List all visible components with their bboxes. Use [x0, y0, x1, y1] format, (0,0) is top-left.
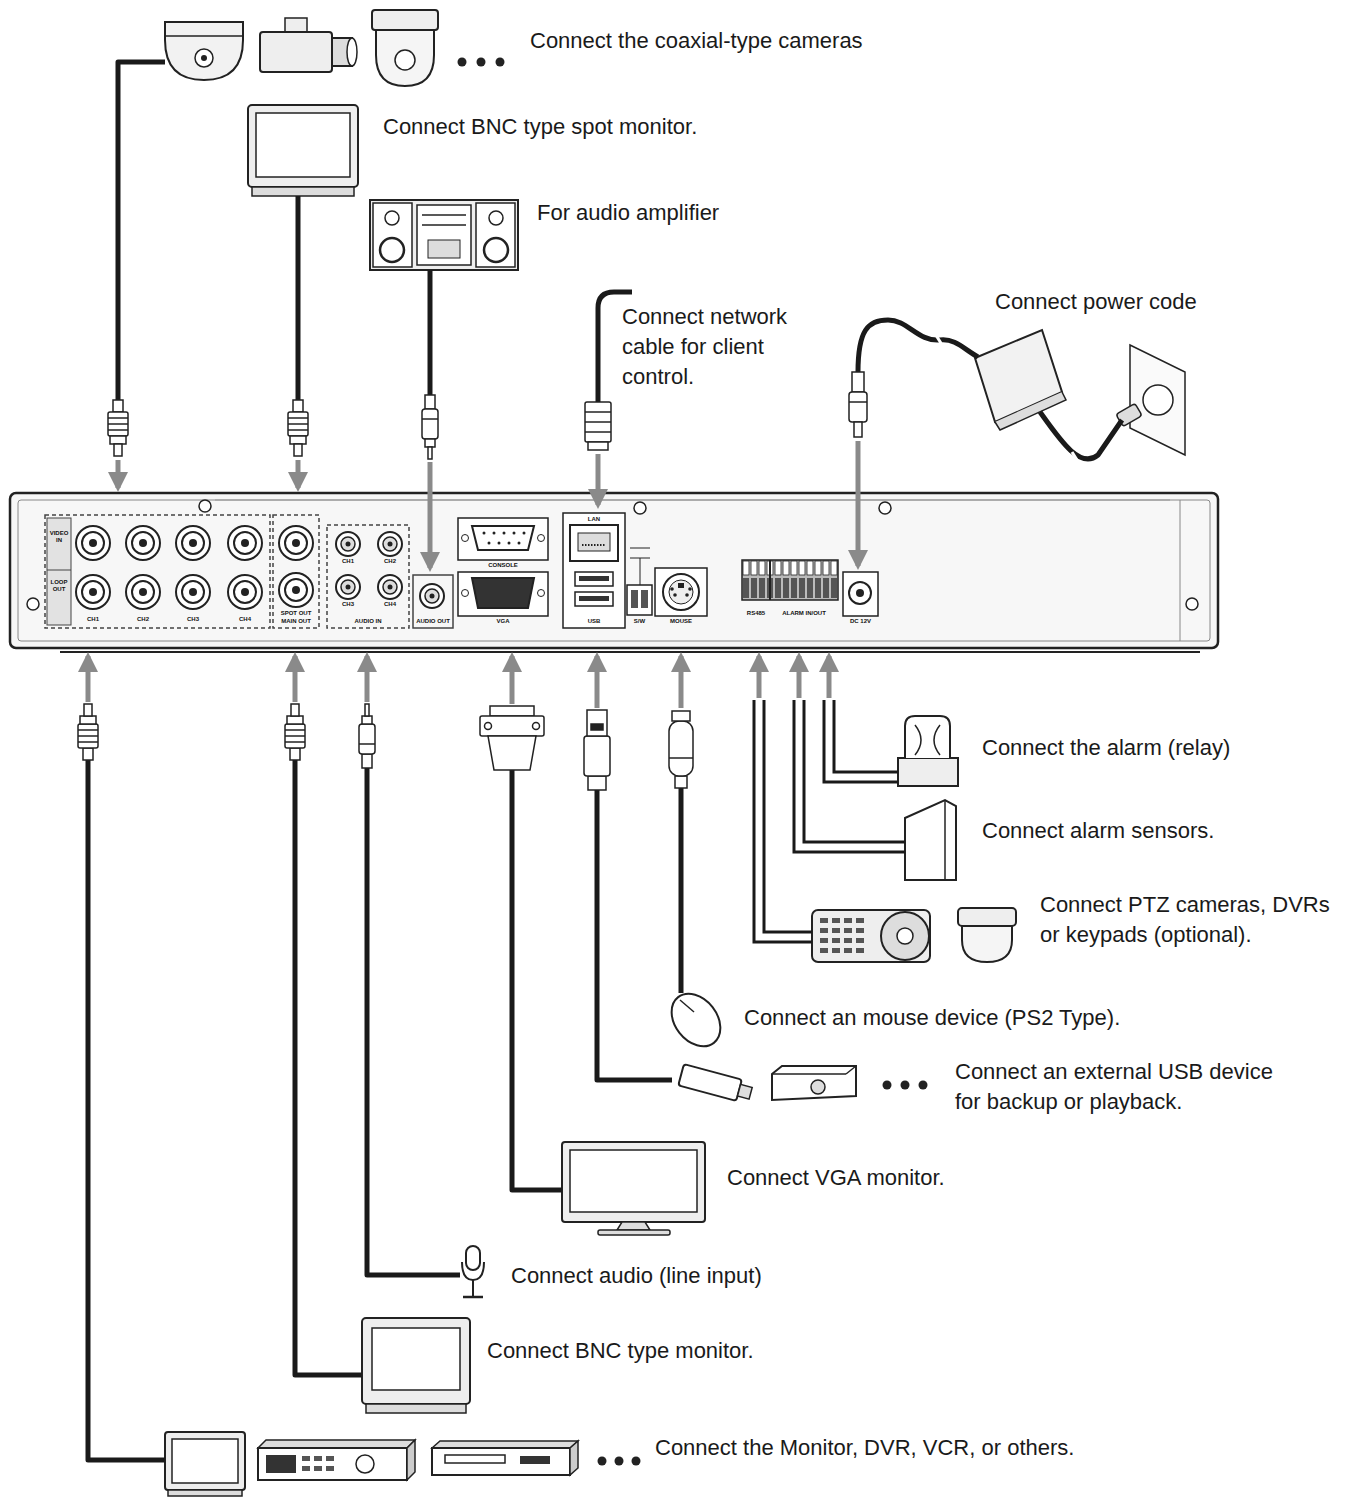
port-label: LOOP OUT [47, 579, 71, 593]
connection-caption: Connect BNC type monitor. [487, 1336, 807, 1366]
port-label: CONSOLE [458, 562, 548, 569]
connection-caption: Connect audio (line input) [511, 1261, 831, 1291]
port-label: USB [563, 618, 625, 625]
port-label: CH2 [128, 616, 158, 623]
port-label: MOUSE [655, 618, 707, 625]
connection-caption: Connect alarm sensors. [982, 816, 1342, 846]
connection-caption: Connect network cable for client control… [622, 302, 827, 392]
connection-caption: Connect BNC type spot monitor. [383, 112, 783, 142]
connection-caption: Connect an external USB device for backu… [955, 1057, 1295, 1117]
port-label: CH4 [230, 616, 260, 623]
port-label: CH1 [78, 616, 108, 623]
port-label: S/W [627, 618, 652, 625]
port-label: MAIN OUT [273, 618, 319, 625]
port-label: AUDIO OUT [413, 618, 453, 625]
port-label: ALARM IN/OUT [770, 610, 838, 617]
connection-caption: Connect the alarm (relay) [982, 733, 1342, 763]
port-label: AUDIO IN [327, 618, 409, 625]
port-label: LAN [563, 516, 625, 523]
port-label: VIDEO IN [47, 530, 71, 544]
port-label: SPOT OUT [273, 610, 319, 617]
connection-caption: Connect the coaxial-type cameras [530, 26, 930, 56]
port-label: RS485 [740, 610, 772, 617]
port-label: CH4 [375, 601, 405, 608]
port-label: VGA [458, 618, 548, 625]
port-label: CH2 [375, 558, 405, 565]
port-label: DC 12V [843, 618, 878, 625]
connection-caption: Connect the Monitor, DVR, VCR, or others… [655, 1433, 1135, 1463]
port-label: CH3 [178, 616, 208, 623]
connection-caption: For audio amplifier [537, 198, 837, 228]
port-label: CH3 [333, 601, 363, 608]
connection-caption: Connect PTZ cameras, DVRs or keypads (op… [1040, 890, 1340, 950]
connection-caption: Connect VGA monitor. [727, 1163, 1027, 1193]
port-label: CH1 [333, 558, 363, 565]
connection-caption: Connect power code [995, 287, 1255, 317]
connection-caption: Connect an mouse device (PS2 Type). [744, 1003, 1174, 1033]
